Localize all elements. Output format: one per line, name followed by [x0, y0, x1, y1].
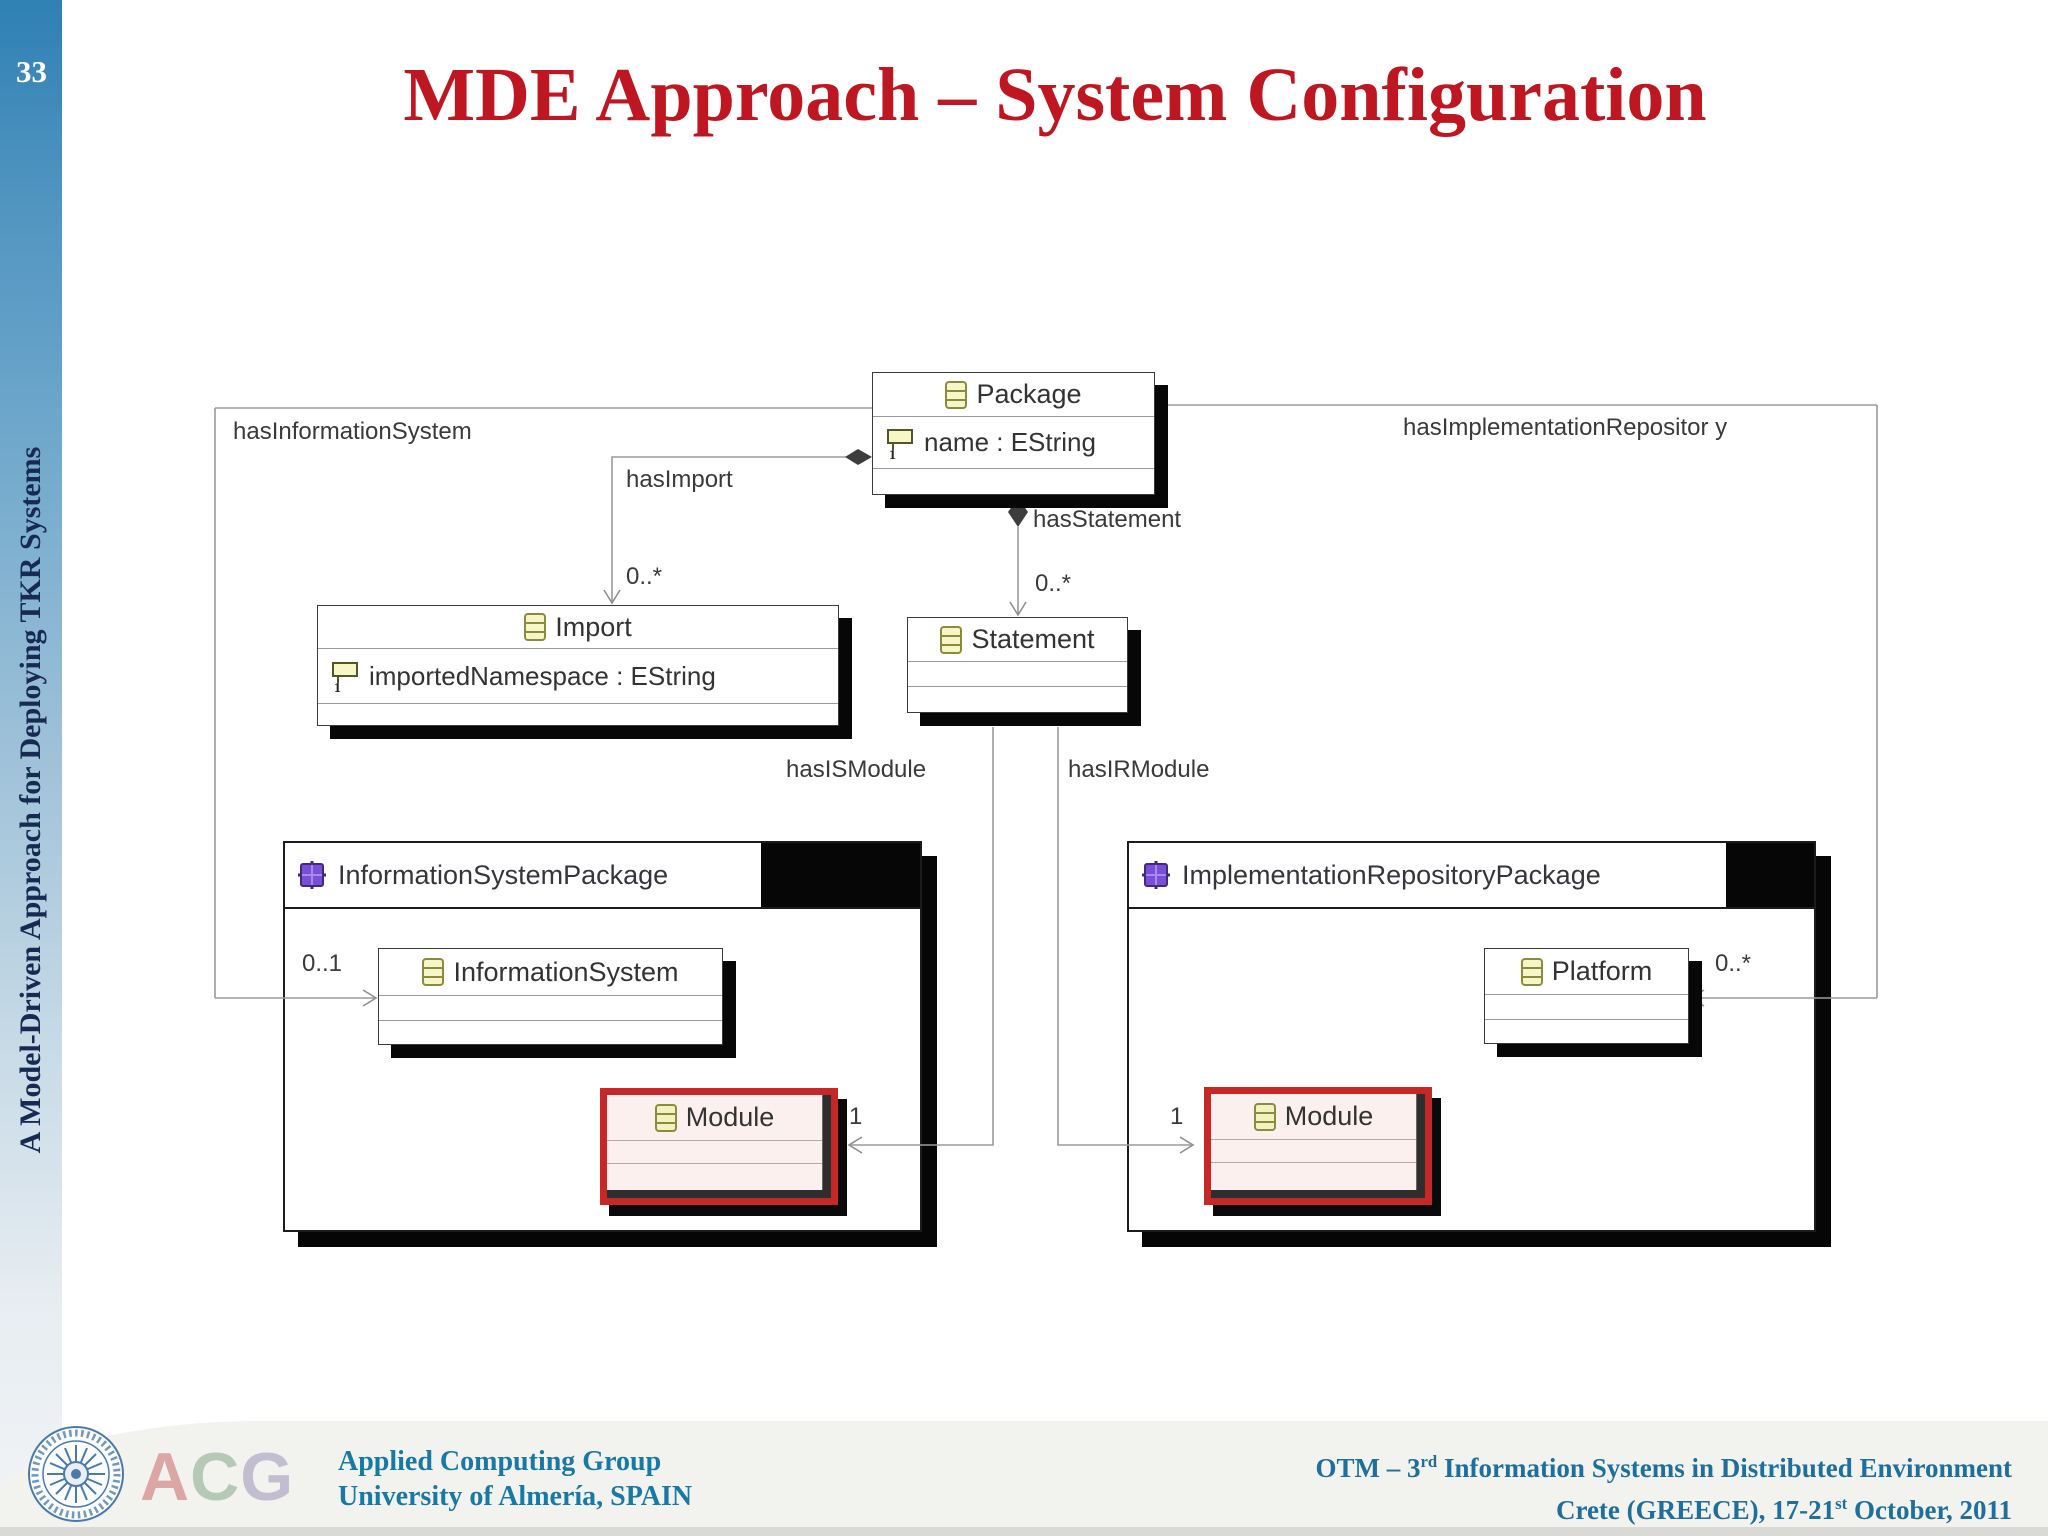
class-name: Module — [685, 1102, 775, 1132]
footer-affiliation: Applied Computing Group University of Al… — [338, 1444, 692, 1514]
eclass-icon — [945, 380, 968, 409]
empty-compartment — [873, 469, 1154, 494]
package-name: ImplementationRepositoryPackage — [1182, 859, 1601, 890]
eclass-icon — [940, 625, 963, 654]
acg-letter-a: A — [140, 1439, 191, 1515]
university-seal-icon — [26, 1423, 126, 1530]
class-attribute: name : EString — [924, 427, 1096, 457]
reference-label-has-implementation-repository: hasImplementationRepositor y — [1403, 414, 1728, 441]
affiliation-line1: Applied Computing Group — [338, 1446, 662, 1477]
reference-label-has-statement: hasStatement — [1033, 506, 1182, 533]
empty-compartment — [1485, 1020, 1688, 1043]
has-statement-connector — [1008, 498, 1028, 617]
empty-compartment — [607, 1141, 822, 1164]
highlighted-class-box-module-is: Module — [600, 1088, 838, 1205]
empty-compartment — [379, 1021, 722, 1044]
sidebar-vertical-title: A Model-Driven Approach for Deploying TK… — [14, 446, 47, 1154]
svg-text:1: 1 — [889, 448, 896, 460]
empty-compartment — [908, 687, 1127, 712]
package-header: ImplementationRepositoryPackage — [1129, 843, 1814, 909]
class-box-information-system: InformationSystem — [378, 948, 723, 1045]
class-name: Statement — [971, 624, 1095, 654]
reference-label-has-import: hasImport — [626, 466, 733, 493]
multiplicity-has-is-module: 1 — [849, 1103, 863, 1130]
empty-compartment — [1211, 1140, 1416, 1163]
package-name: InformationSystemPackage — [338, 859, 669, 890]
footer-band — [0, 1421, 2048, 1536]
class-name: Platform — [1551, 956, 1653, 986]
empty-compartment — [908, 662, 1127, 687]
svg-text:1: 1 — [334, 681, 341, 693]
multiplicity-has-statement: 0..* — [1035, 570, 1072, 597]
empty-compartment — [1485, 995, 1688, 1020]
empty-compartment — [607, 1164, 822, 1190]
package-header-tab — [761, 843, 920, 907]
package-header: InformationSystemPackage — [285, 843, 920, 909]
class-box-statement: Statement — [907, 617, 1128, 713]
reference-label-has-information-system: hasInformationSystem — [233, 418, 472, 445]
eclass-icon — [422, 958, 445, 986]
reference-label-has-is-module: hasISModule — [786, 756, 927, 783]
class-box-platform: Platform — [1484, 948, 1689, 1044]
conference-line2: Crete (GREECE), 17-21st October, 2011 — [1555, 1494, 2012, 1525]
empty-compartment — [1211, 1163, 1416, 1190]
multiplicity-has-import: 0..* — [626, 563, 663, 590]
affiliation-line2: University of Almería, SPAIN — [338, 1481, 693, 1512]
eattribute-icon: 1 — [885, 426, 915, 460]
eattribute-icon: 1 — [330, 659, 360, 693]
highlighted-class-box-module-ir: Module — [1204, 1087, 1432, 1205]
epackage-icon — [297, 860, 327, 890]
multiplicity-has-ir-module: 1 — [1170, 1103, 1184, 1130]
class-name: InformationSystem — [453, 956, 679, 987]
acg-letter-c: C — [190, 1439, 241, 1515]
page-title: MDE Approach – System Configuration — [403, 53, 1707, 137]
reference-label-has-ir-module: hasIRModule — [1068, 756, 1210, 783]
acg-letter-g: G — [240, 1439, 295, 1515]
empty-compartment — [318, 704, 838, 725]
class-name: Import — [555, 611, 632, 642]
footer-conference: OTM – 3rd Information Systems in Distrib… — [1315, 1444, 2012, 1528]
class-box-package: Package 1 name : EString — [872, 372, 1155, 495]
multiplicity-has-implementation-repository: 0..* — [1715, 950, 1752, 977]
conference-line1: OTM – 3rd Information Systems in Distrib… — [1315, 1452, 2012, 1483]
page-number: 33 — [16, 54, 47, 89]
sidebar-bar — [0, 0, 62, 1536]
package-header-tab — [1726, 843, 1814, 907]
multiplicity-has-information-system: 0..1 — [302, 950, 343, 977]
acg-logo: ACG — [140, 1438, 294, 1516]
class-name: Package — [976, 379, 1082, 409]
eclass-icon — [1253, 1102, 1276, 1131]
empty-compartment — [379, 996, 722, 1021]
class-attribute: importedNamespace : EString — [369, 660, 716, 691]
epackage-icon — [1141, 860, 1171, 890]
eclass-icon — [524, 613, 547, 641]
eclass-icon — [654, 1103, 677, 1132]
class-name: Module — [1284, 1101, 1374, 1131]
eclass-icon — [1520, 957, 1543, 986]
class-box-import: Import 1 importedNamespace : EString — [317, 605, 839, 726]
